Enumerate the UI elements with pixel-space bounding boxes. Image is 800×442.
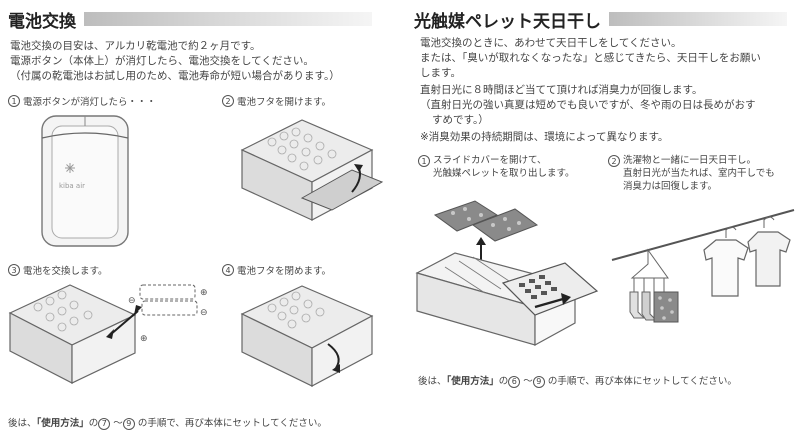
slide-arrow-icon — [534, 297, 564, 309]
tshirt-icon — [703, 239, 749, 297]
sparkle-icon — [65, 163, 75, 173]
step-text: 洗濯物と一緒に一日天日干し。 — [623, 155, 757, 166]
device-illustration: kiba air — [41, 115, 129, 247]
pellet-intro-line-4: 直射日光に８時間ほど当てて頂ければ消臭力が回復します。 — [420, 84, 703, 96]
pellet-intro-line-3: します。 — [420, 67, 461, 79]
pellet-texture — [267, 127, 337, 171]
step-number: 1 — [418, 155, 430, 167]
step-number: 2 — [608, 155, 620, 167]
close-battery-cover-illustration — [240, 285, 374, 387]
close-arrow-icon — [327, 343, 340, 369]
battery-section-title: 電池交換 — [8, 11, 76, 32]
step-text: スライドカバーを開けて、 — [433, 155, 547, 166]
pellet-step-1: 1 スライドカバーを開けて、 光触媒ペレットを取り出します。 — [418, 154, 575, 180]
pellet-texture — [267, 291, 325, 329]
title-decoration-bar — [609, 12, 787, 26]
step-text: 電源ボタンが消灯したら・・・ — [23, 97, 157, 108]
pellet-intro-line-6: すめです。） — [432, 114, 489, 126]
pellet-intro-line-1: 電池交換のときに、あわせて天日干しをしてください。 — [420, 37, 682, 49]
pellet-sheet-icon — [653, 291, 679, 323]
step-number: 3 — [8, 264, 20, 276]
replace-battery-illustration: ⊖ ⊕ ⊖ ⊕ — [8, 284, 208, 384]
battery-section-header: 電池交換 — [8, 6, 372, 32]
step-text: 消臭力は回復します。 — [623, 181, 718, 192]
open-battery-cover-illustration — [240, 119, 384, 221]
sock-icon — [629, 291, 646, 319]
battery-icon — [139, 284, 198, 316]
step-text: 直射日光が当たれば、室内干しでも — [623, 168, 775, 179]
battery-intro-line-3: （付属の乾電池はお試し用のため、電池寿命が短い場合があります。） — [10, 70, 340, 82]
step-number: 2 — [222, 95, 234, 107]
clothes-pole-icon — [611, 209, 795, 261]
pellet-intro-line-7: ※消臭効果の持続期間は、環境によって異なります。 — [420, 131, 669, 143]
usage-link[interactable]: 「使用方法」 — [36, 418, 89, 429]
battery-intro-line-2: 電源ボタン（本体上）が消灯したら、電池交換をしてください。 — [10, 55, 314, 67]
step-text: 電池フタを閉めます。 — [237, 266, 332, 277]
hanger-icon — [630, 248, 669, 279]
device-brand-label: kiba air — [59, 182, 85, 190]
pellet-step-2: 2 洗濯物と一緒に一日天日干し。 直射日光が当たれば、室内干しでも 消臭力は回復… — [608, 154, 775, 193]
pellet-intro-line-5: （直射日光の強い真夏は短めでも良いですが、冬や雨の日は長めがおす — [420, 99, 756, 111]
battery-step-1: 1 電源ボタンが消灯したら・・・ — [8, 94, 156, 108]
step-text: 電池を交換します。 — [23, 266, 108, 277]
svg-text:⊖: ⊖ — [200, 308, 208, 318]
pellet-sun-drying-section: 光触媒ペレット天日干し 電池交換のときに、あわせて天日干しをしてください。 また… — [410, 0, 800, 442]
battery-step-4: 4 電池フタを閉めます。 — [222, 263, 331, 277]
step-number: 1 — [8, 95, 20, 107]
pellet-section-header: 光触媒ペレット天日干し — [414, 6, 787, 32]
battery-replacement-section: 電池交換 電池交換の目安は、アルカリ乾電池で約２ヶ月です。 電源ボタン（本体上）… — [8, 6, 384, 430]
pellet-intro-line-2: または、「臭いが取れなくなったな」と感じてきたら、天日干しをお願い — [420, 52, 761, 64]
pellet-section-title: 光触媒ペレット天日干し — [414, 11, 601, 32]
step-text: 光触媒ペレットを取り出します。 — [433, 168, 575, 179]
remove-pellets-illustration — [415, 200, 599, 347]
battery-step-2: 2 電池フタを開けます。 — [222, 94, 331, 108]
step-number: 4 — [222, 264, 234, 276]
battery-step-3: 3 電池を交換します。 — [8, 263, 108, 277]
svg-text:⊕: ⊕ — [200, 288, 208, 298]
step-text: 電池フタを開けます。 — [237, 97, 332, 108]
title-decoration-bar — [84, 12, 372, 26]
pellet-sheet-icon — [433, 200, 539, 242]
battery-intro-line-1: 電池交換の目安は、アルカリ乾電池で約２ヶ月です。 — [10, 40, 261, 52]
svg-text:⊕: ⊕ — [140, 334, 148, 344]
tshirt-icon — [747, 231, 791, 287]
svg-text:⊖: ⊖ — [128, 296, 136, 306]
swap-arrow-icon — [109, 310, 139, 336]
laundry-drying-illustration — [611, 209, 795, 323]
usage-link[interactable]: 「使用方法」 — [446, 376, 499, 387]
pellet-texture — [33, 290, 93, 332]
